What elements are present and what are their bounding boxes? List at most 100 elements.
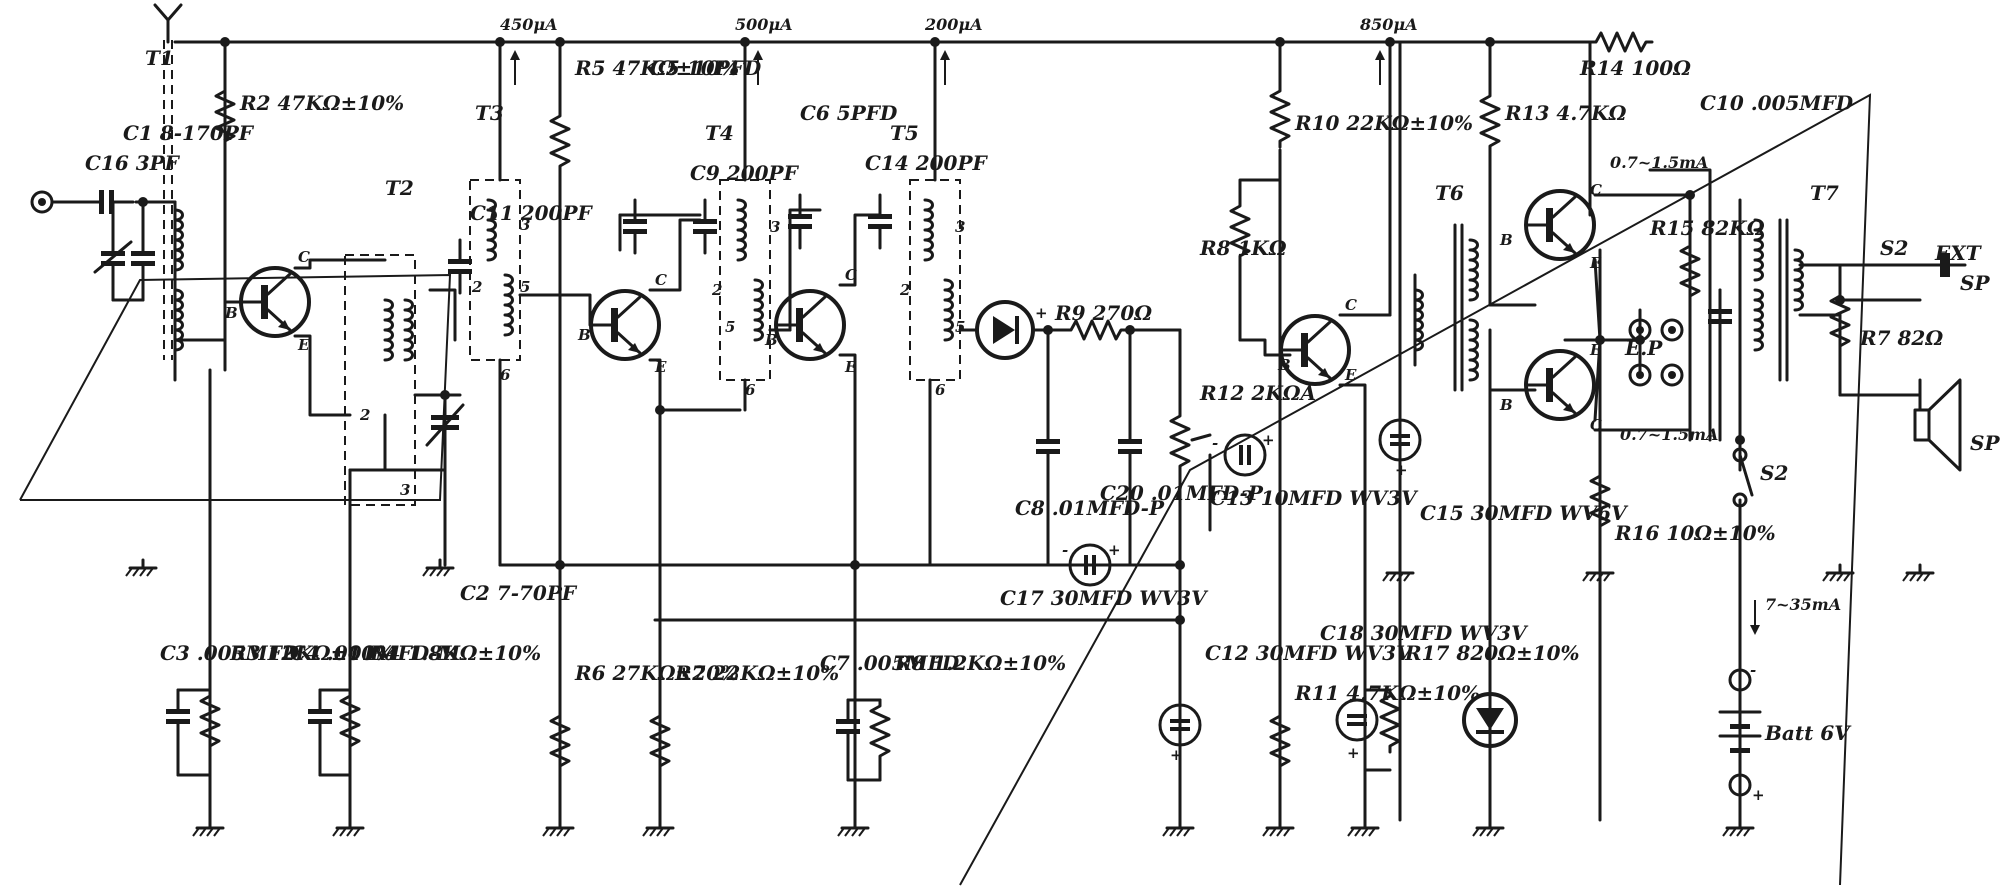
- detector-diode-icon: [975, 300, 1035, 360]
- label-r15: R15 82KΩ: [1649, 216, 1765, 240]
- component-labels: C16 3PF C1 8-170PF T1 R2 47KΩ±10% T2 C11…: [85, 15, 2000, 745]
- label-c20: C20 .01MFD-P: [1100, 481, 1264, 505]
- q4-transistor: [1279, 314, 1351, 386]
- q5-transistor: [1524, 189, 1596, 261]
- t4-coil-icon: [736, 198, 747, 262]
- label-r4: R4 1.8KΩ±10%: [369, 641, 541, 665]
- c8-capacitor: [1034, 418, 1062, 475]
- c1-variable-capacitor: [93, 230, 133, 287]
- pin-c-q5: C: [1590, 181, 1602, 199]
- pin-b-q3: B: [764, 331, 778, 349]
- label-cur3: 200μA: [924, 15, 983, 34]
- label-c16: C16 3PF: [85, 151, 181, 175]
- label-cur5: 0.7~1.5mA: [1610, 153, 1708, 172]
- pin-minus-c17: -: [1062, 541, 1068, 559]
- r10-resistor: [1269, 83, 1291, 149]
- label-r8: R8 1KΩ: [1199, 236, 1287, 260]
- pin-6-t3: 6: [500, 366, 511, 384]
- pin-labels: B C E B C E B C E B C E B C E B E C 3 5 …: [224, 181, 1765, 804]
- label-ext: EXT: [1934, 241, 1983, 265]
- label-c5: C5 10PFD: [650, 56, 762, 80]
- label-r6: R6 27KΩ±20%: [574, 661, 739, 685]
- pin-plus-c13: +: [1262, 431, 1275, 449]
- label-c13: C13 10MFD WV3V: [1210, 486, 1419, 510]
- label-c3: C3 .005MFD: [160, 641, 300, 665]
- label-r7: R7 82Ω: [1859, 326, 1943, 350]
- label-sp2: SP: [1970, 431, 2000, 455]
- pin-plus-batt: +: [1752, 786, 1765, 804]
- label-r16: R16 10Ω±10%: [1614, 521, 1776, 545]
- pin-3-t2: 3: [400, 481, 410, 499]
- pin-5-t4: 5: [725, 318, 735, 336]
- pin-2-t4: 2: [711, 281, 722, 299]
- c1b-capacitor: [129, 230, 157, 287]
- pin-b-q6: B: [1499, 396, 1513, 414]
- pin-6-t4: 6: [745, 381, 756, 399]
- r5-resistor: [549, 108, 571, 174]
- label-r2: R2 47KΩ±10%: [239, 91, 404, 115]
- label-c2: C2 7-70PF: [460, 581, 578, 605]
- pin-e-q6: E: [1589, 341, 1602, 359]
- r8-resistor: [869, 698, 891, 764]
- label-r17: R17 820Ω±10%: [1404, 641, 1580, 665]
- pin-b-q1: B: [224, 304, 238, 322]
- label-c6: C6 5PFD: [800, 101, 898, 125]
- current-arrows: [510, 50, 1760, 635]
- c9-capacitor: [691, 198, 719, 255]
- q3-transistor: [774, 289, 846, 361]
- pin-3-t3: 3: [520, 216, 530, 234]
- label-cur1: 450μA: [500, 15, 558, 34]
- pin-5-t5: 5: [955, 318, 965, 336]
- pin-e-q5: E: [1589, 254, 1602, 272]
- label-t1: T1: [145, 46, 174, 70]
- t3-coil-2-icon: [503, 273, 514, 337]
- c11-capacitor: [446, 238, 474, 295]
- label-s2: S2: [1880, 236, 1908, 260]
- pin-c-q6: C: [1590, 416, 1602, 434]
- pin-6-t5: 6: [935, 381, 946, 399]
- ext-speaker-jack-icon[interactable]: [1918, 253, 1967, 277]
- t5-coil-icon: [923, 198, 934, 262]
- label-r14: R14 100Ω: [1579, 56, 1691, 80]
- label-c4: C4 .001MFD-M: [290, 641, 461, 665]
- c20-capacitor: [1116, 418, 1144, 475]
- label-t7: T7: [1810, 181, 1839, 205]
- label-batt: Batt 6V: [1764, 721, 1852, 745]
- t6-transformer-icon: [1413, 223, 1479, 392]
- pin-e-q4: E: [1344, 366, 1357, 384]
- label-r9: R9 270Ω: [1054, 301, 1152, 325]
- pin-plus-c15: +: [1395, 461, 1408, 479]
- pin-2-t2: 2: [359, 406, 370, 424]
- pin-b-q2: B: [577, 326, 591, 344]
- t1-coil-2-icon: [173, 288, 184, 352]
- label-r12: R12 2KΩA: [1199, 381, 1316, 405]
- label-t2: T2: [385, 176, 414, 200]
- label-c9: C9 200PF: [690, 161, 800, 185]
- pin-e-q1: E: [297, 336, 310, 354]
- label-cur2: 500μA: [735, 15, 793, 34]
- label-ep: E.P: [1624, 336, 1663, 360]
- c5-capacitor: [621, 198, 649, 255]
- antenna-icon: [153, 3, 183, 44]
- r12-potentiometer: [1169, 408, 1212, 474]
- label-c10: C10 .005MFD: [1700, 91, 1854, 115]
- label-t4: T4: [705, 121, 734, 145]
- label-c1: C1 8-170PF: [123, 121, 255, 145]
- label-c14: C14 200PF: [865, 151, 989, 175]
- c4-capacitor: [306, 688, 334, 745]
- label-r8b: R8 1.2KΩ±10%: [894, 651, 1066, 675]
- power-switch-icon[interactable]: [1732, 447, 1754, 508]
- label-cur7: 7~35mA: [1765, 595, 1841, 614]
- label-t5: T5: [890, 121, 919, 145]
- label-s2b: S2: [1760, 461, 1788, 485]
- label-c18: C18 30MFD WV3V: [1320, 621, 1529, 645]
- label-r13: R13 4.7KΩ: [1504, 101, 1627, 125]
- pin-e-q2: E: [654, 358, 667, 376]
- label-c8: C8 .01MFD-P: [1015, 496, 1165, 520]
- label-r10: R10 22KΩ±10%: [1294, 111, 1473, 135]
- label-c11: C11 200PF: [470, 201, 594, 225]
- label-c7: C7 .005MFD: [820, 651, 960, 675]
- c3-capacitor: [164, 688, 192, 745]
- pin-2-t5: 2: [899, 281, 910, 299]
